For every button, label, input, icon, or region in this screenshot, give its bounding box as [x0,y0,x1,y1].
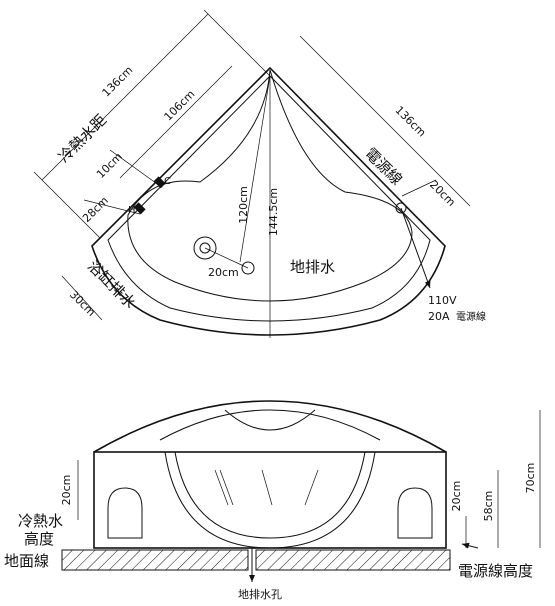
dim-144-5: 144.5cm [267,188,280,236]
dim-70: 70cm [524,463,537,494]
tub-body [93,451,447,549]
dim-10: 10cm [94,150,125,181]
label-power-cord: 電源線 [361,144,406,189]
floor-left [61,549,249,571]
dim-120: 120cm [237,186,250,224]
label-hot-cold-height-2: 高度 [24,530,54,548]
floor-drain [241,261,255,275]
dim-20-right: 20cm [450,481,463,512]
label-amperage: 20A [428,310,450,323]
side-view: 地排水孔 20cm 冷熱水 高度 地面線 20cm 58cm 70cm 電源線高… [4,400,541,601]
label-power-height: 電源線高度 [458,562,533,580]
dim-136-left: 136cm [100,64,136,100]
dim-20-left: 20cm [60,475,73,506]
top-view: 136cm 106cm 冷熱水距 10cm 28cm H C 20cm 地排水 … [33,9,486,338]
label-hot-cold-spacing: 冷熱水距 [55,111,110,166]
label-floor-line: 地面線 [4,552,49,570]
tub-drain [193,236,217,260]
label-voltage: 110V [428,294,457,307]
power-outlet [395,202,407,214]
label-drain-hole: 地排水孔 [238,587,282,601]
dim-20-power: 20cm [427,178,458,209]
floor-right [255,549,451,571]
dim-20-drain: 20cm [208,266,239,279]
tub-rim [107,75,431,322]
label-floor-drain: 地排水 [290,258,335,276]
valve-h: H [128,205,136,216]
dim-30: 30cm [67,288,98,319]
dim-28: 28cm [80,194,111,225]
dim-58: 58cm [482,491,495,522]
label-amperage-suffix: 電源線 [456,310,486,323]
valve-c: C [164,176,171,187]
label-hot-cold-height-1: 冷熱水 [18,512,63,530]
